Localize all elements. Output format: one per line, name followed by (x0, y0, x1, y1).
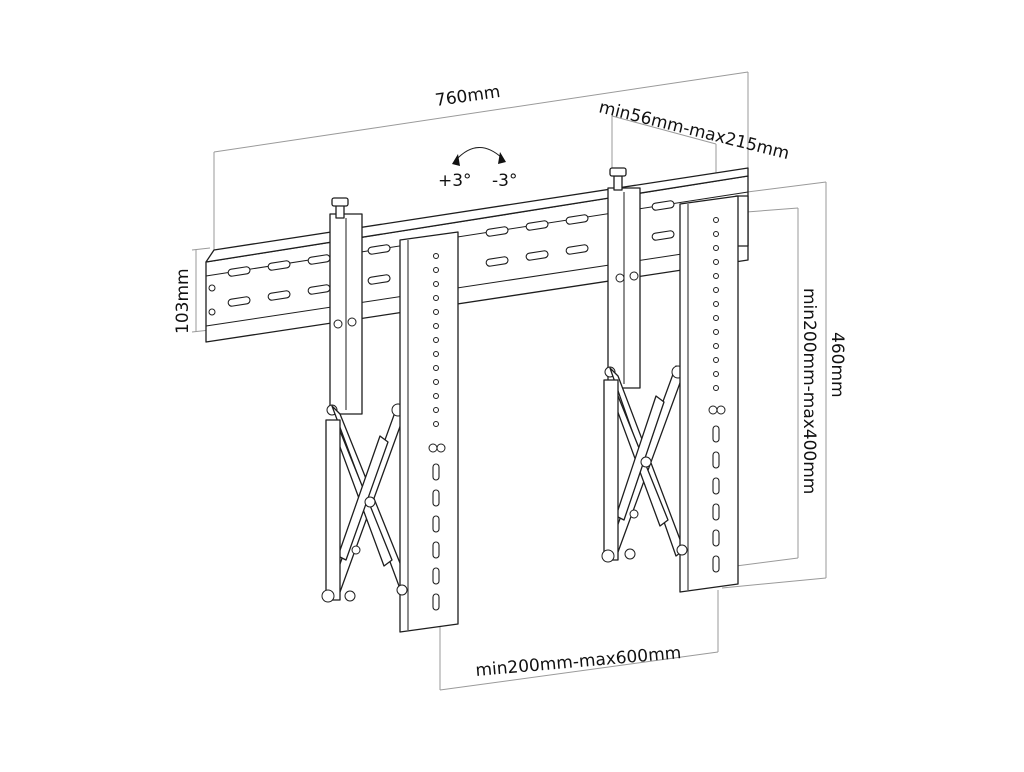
right-arm-d (615, 395, 665, 521)
tilt-arrow-up-icon (452, 154, 460, 166)
right-bracket (601, 167, 739, 593)
tilt-indicator: +3° -3° (438, 147, 517, 191)
rail-slots-upper (227, 200, 675, 277)
tilt-arc (455, 147, 503, 161)
right-scissor-pivot (640, 456, 652, 468)
left-strip-bolt (396, 584, 408, 596)
dim-ext-vp-bottom (735, 557, 799, 567)
dim-line-depth (611, 115, 717, 145)
right-mid-bolt (629, 509, 639, 519)
tilt-down-label: -3° (492, 171, 517, 191)
label-width: 760mm (434, 82, 502, 111)
tilt-up-label: +3° (438, 171, 472, 191)
left-scissor-pivot (364, 496, 376, 508)
right-display-strip (679, 195, 739, 593)
left-knob-b (347, 317, 357, 327)
label-panel-height: 460mm (827, 332, 847, 398)
left-foot-b (344, 590, 356, 602)
wall-rail (205, 167, 749, 343)
rail-hole-left-b (208, 308, 216, 316)
label-rail-height: 103mm (173, 268, 193, 334)
left-back-strut (325, 419, 341, 601)
dim-tick-rail-top (191, 247, 211, 251)
left-screw-head (331, 197, 349, 207)
label-horizontal-pattern: min200mm-max600mm (475, 643, 682, 681)
dim-ext-panel-bottom (721, 577, 827, 589)
dim-line-horizontal-pattern (439, 651, 719, 691)
right-screw-head (609, 167, 627, 177)
tilt-arrow-down-icon (498, 152, 506, 164)
rail-lower-fold (205, 243, 749, 327)
right-strip-holes (708, 217, 726, 573)
right-foot-b (624, 548, 636, 560)
right-foot-a (601, 549, 615, 563)
label-vertical-pattern: min200mm-max400mm (799, 288, 819, 494)
rail-hole-left-a (208, 284, 216, 292)
right-knob-b (629, 271, 639, 281)
left-strip-holes (428, 253, 446, 611)
right-knob-a (615, 273, 625, 283)
left-arm-d (337, 435, 389, 561)
left-knob-a (333, 319, 343, 329)
label-depth: min56mm-max215mm (597, 97, 792, 164)
right-screw-shaft (613, 175, 623, 191)
left-mid-bolt (351, 545, 361, 555)
left-bracket (321, 197, 459, 633)
left-display-strip (399, 231, 459, 633)
right-back-strut (603, 379, 619, 561)
left-foot-a (321, 589, 335, 603)
dim-line-width (213, 71, 749, 153)
right-strip-bolt (676, 544, 688, 556)
